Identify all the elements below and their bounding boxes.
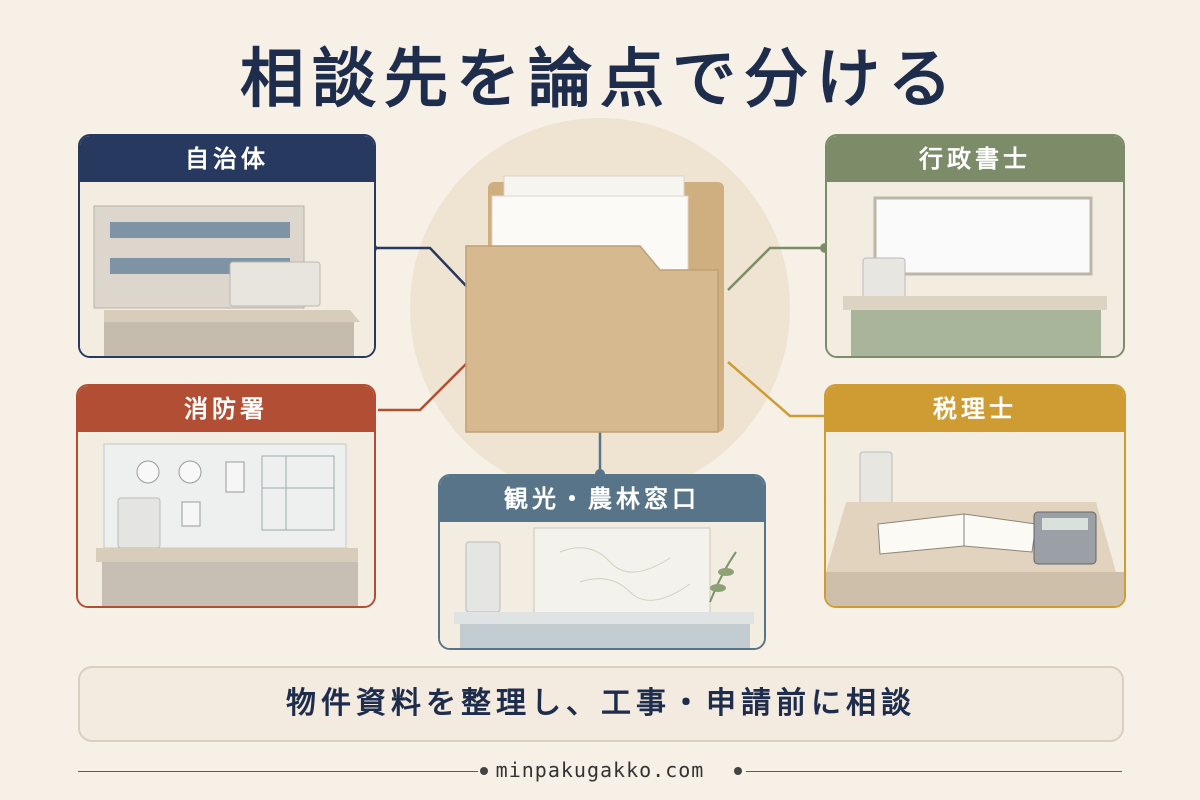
map-icon [559,547,691,601]
municipality-illustration [80,182,374,356]
smoke-detector-icon [178,460,202,484]
card-tourism: 観光・農林窓口 [438,474,766,650]
outlet-icon [181,501,201,527]
footer-url[interactable]: minpakugakko.com [495,758,705,782]
card-tourism-header: 観光・農林窓口 [440,476,764,522]
card-tax-header: 税理士 [826,386,1124,432]
card-scrivener-header: 行政書士 [827,136,1123,182]
fire-illustration [78,432,374,606]
floorplan-icon [261,455,335,531]
card-municipality-header: 自治体 [80,136,374,182]
smoke-detector-icon [136,460,160,484]
connector-tax [727,361,824,418]
card-fire: 消防署 [76,384,376,608]
tax-illustration [826,432,1124,606]
card-tax: 税理士 [824,384,1126,608]
card-scrivener: 行政書士 [825,134,1125,358]
connector-scrivener [727,246,825,291]
tourism-illustration [440,522,764,648]
footer: minpakugakko.com [0,756,1200,786]
connector-municipality [372,246,471,291]
scrivener-illustration [827,182,1123,356]
footer-dot-right [734,767,742,775]
connector-fire [378,361,469,412]
switch-icon [225,461,245,493]
whiteboard-icon [873,196,1093,276]
page-title: 相談先を論点で分ける [240,43,960,117]
folder-icon [465,175,724,433]
card-municipality: 自治体 [78,134,376,358]
summary-banner: 物件資料を整理し、工事・申請前に相談 [78,666,1124,742]
footer-rule-left [78,771,478,772]
card-fire-header: 消防署 [78,386,374,432]
footer-rule-right [746,771,1122,772]
footer-dot-left [480,767,488,775]
